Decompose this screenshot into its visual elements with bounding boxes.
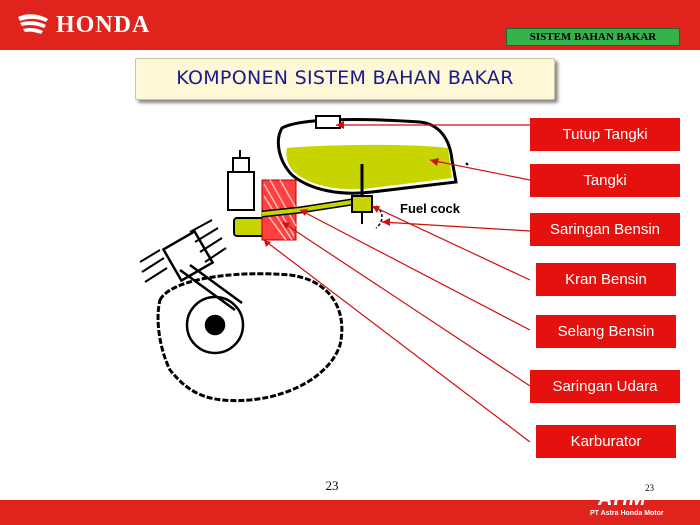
leader-karburator: [263, 239, 531, 443]
company-name: PT Astra Honda Motor: [590, 510, 664, 517]
fuel-cock-label: Fuel cock: [400, 201, 461, 216]
label-selang-bensin: Selang Bensin: [536, 315, 676, 348]
section-tag: SISTEM BAHAN BAKAR: [506, 28, 680, 46]
ahm-logo: AHM: [598, 488, 647, 510]
label-tutup-tangki: Tutup Tangki: [530, 118, 680, 151]
footer-bar: [0, 500, 700, 525]
fuel-cock: [351, 195, 373, 224]
tank-mount: [465, 162, 469, 166]
fuel-level: [286, 144, 452, 190]
engine-crankcase: [156, 272, 344, 403]
label-kran-bensin: Kran Bensin: [536, 263, 676, 296]
leader-tangki: [429, 159, 531, 181]
label-karburator: Karburator: [536, 425, 676, 458]
engine-internals: [161, 229, 245, 355]
leader-saringan-udara: [281, 221, 531, 387]
tank-cap: [315, 115, 341, 129]
page-number: 23: [325, 478, 339, 493]
label-saringan-udara: Saringan Udara: [530, 370, 680, 403]
honda-wing-icon: [18, 14, 48, 34]
label-tangki: Tangki: [530, 164, 680, 197]
title-box: KOMPONEN SISTEM BAHAN BAKAR: [135, 58, 555, 100]
leader-arrowheads: [264, 121, 439, 247]
carburetor-body: [227, 150, 255, 211]
header-bar: HONDA: [0, 0, 700, 50]
leader-selang-bensin: [299, 209, 531, 331]
page-title: KOMPONEN SISTEM BAHAN BAKAR: [176, 67, 514, 89]
leader-lines: [263, 124, 531, 443]
leader-kran-bensin: [371, 205, 531, 281]
label-saringan-bensin: Saringan Bensin: [530, 213, 680, 246]
page-number-small: 23: [645, 483, 654, 493]
honda-logo-text: HONDA: [56, 11, 151, 38]
honda-logo: HONDA: [16, 8, 150, 42]
cylinder-fins: [139, 219, 227, 283]
leader-saringan-bensin: [381, 221, 531, 232]
